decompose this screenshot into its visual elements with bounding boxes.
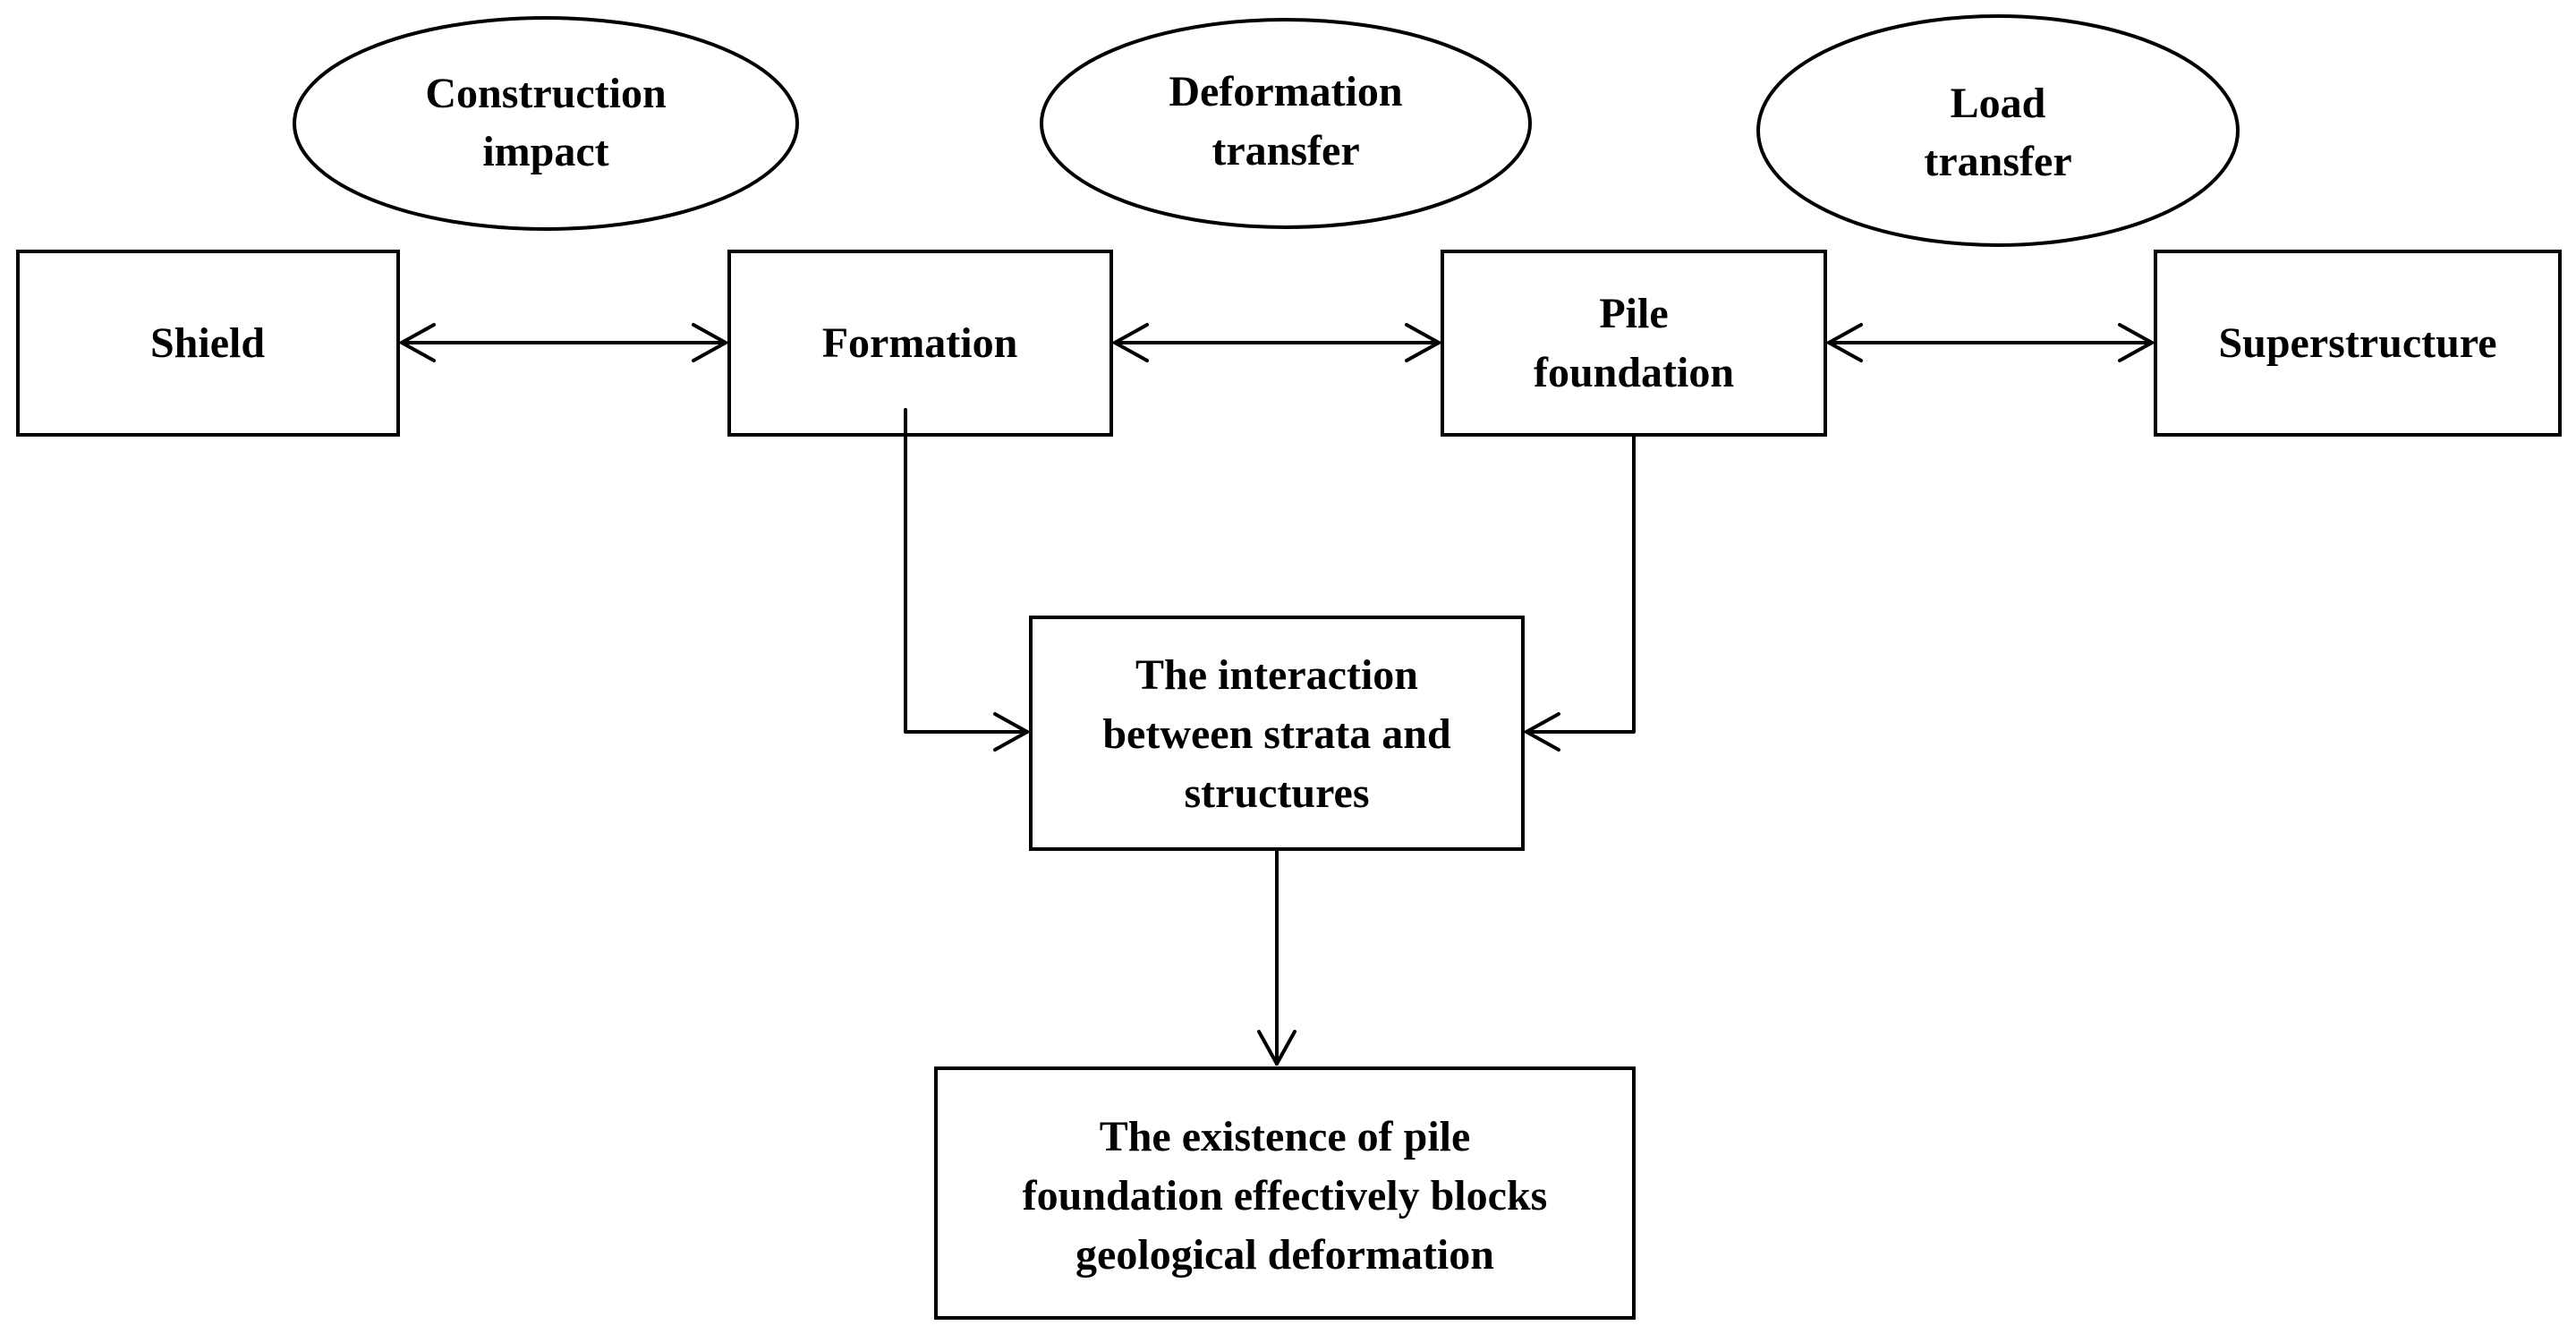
box-interaction-line-1: The interaction — [1135, 651, 1418, 699]
box-existence: The existence of pile foundation effecti… — [934, 1066, 1636, 1320]
arrow-interaction-existence — [1257, 849, 1297, 1066]
box-pile-line-2: foundation — [1534, 349, 1734, 396]
box-formation-label: Formation — [822, 319, 1018, 367]
arrow-pile-interaction — [1525, 435, 1636, 752]
ellipse-construction-impact: Construction impact — [293, 16, 799, 231]
arrow-formation-pile — [1113, 323, 1441, 362]
ellipse-construction-line-1: Construction — [425, 70, 666, 117]
box-superstructure: Superstructure — [2154, 250, 2562, 437]
box-interaction: The interaction between strata and struc… — [1029, 616, 1525, 851]
ellipse-construction-line-2: impact — [482, 128, 608, 175]
ellipse-deformation-line-2: transfer — [1211, 127, 1359, 174]
arrow-formation-interaction — [904, 408, 1029, 752]
arrow-shield-formation — [400, 323, 727, 362]
box-existence-line-3: geological deformation — [1075, 1231, 1494, 1279]
box-interaction-line-2: between strata and — [1102, 710, 1451, 758]
box-shield: Shield — [16, 250, 400, 437]
box-superstructure-label: Superstructure — [2218, 319, 2496, 367]
ellipse-deformation-transfer: Deformation transfer — [1040, 18, 1532, 229]
arrow-pile-superstructure — [1827, 323, 2154, 362]
ellipse-load-transfer: Load transfer — [1756, 14, 2240, 247]
ellipse-load-line-1: Load — [1951, 80, 2046, 127]
box-pile-line-1: Pile — [1599, 290, 1668, 337]
box-pile-foundation: Pile foundation — [1441, 250, 1827, 437]
box-existence-line-1: The existence of pile — [1100, 1113, 1471, 1160]
box-formation: Formation — [727, 250, 1113, 437]
box-interaction-line-3: structures — [1184, 769, 1369, 817]
box-shield-label: Shield — [150, 319, 265, 367]
ellipse-deformation-line-1: Deformation — [1169, 68, 1402, 115]
box-existence-line-2: foundation effectively blocks — [1023, 1172, 1548, 1219]
ellipse-load-line-2: transfer — [1924, 138, 2071, 185]
